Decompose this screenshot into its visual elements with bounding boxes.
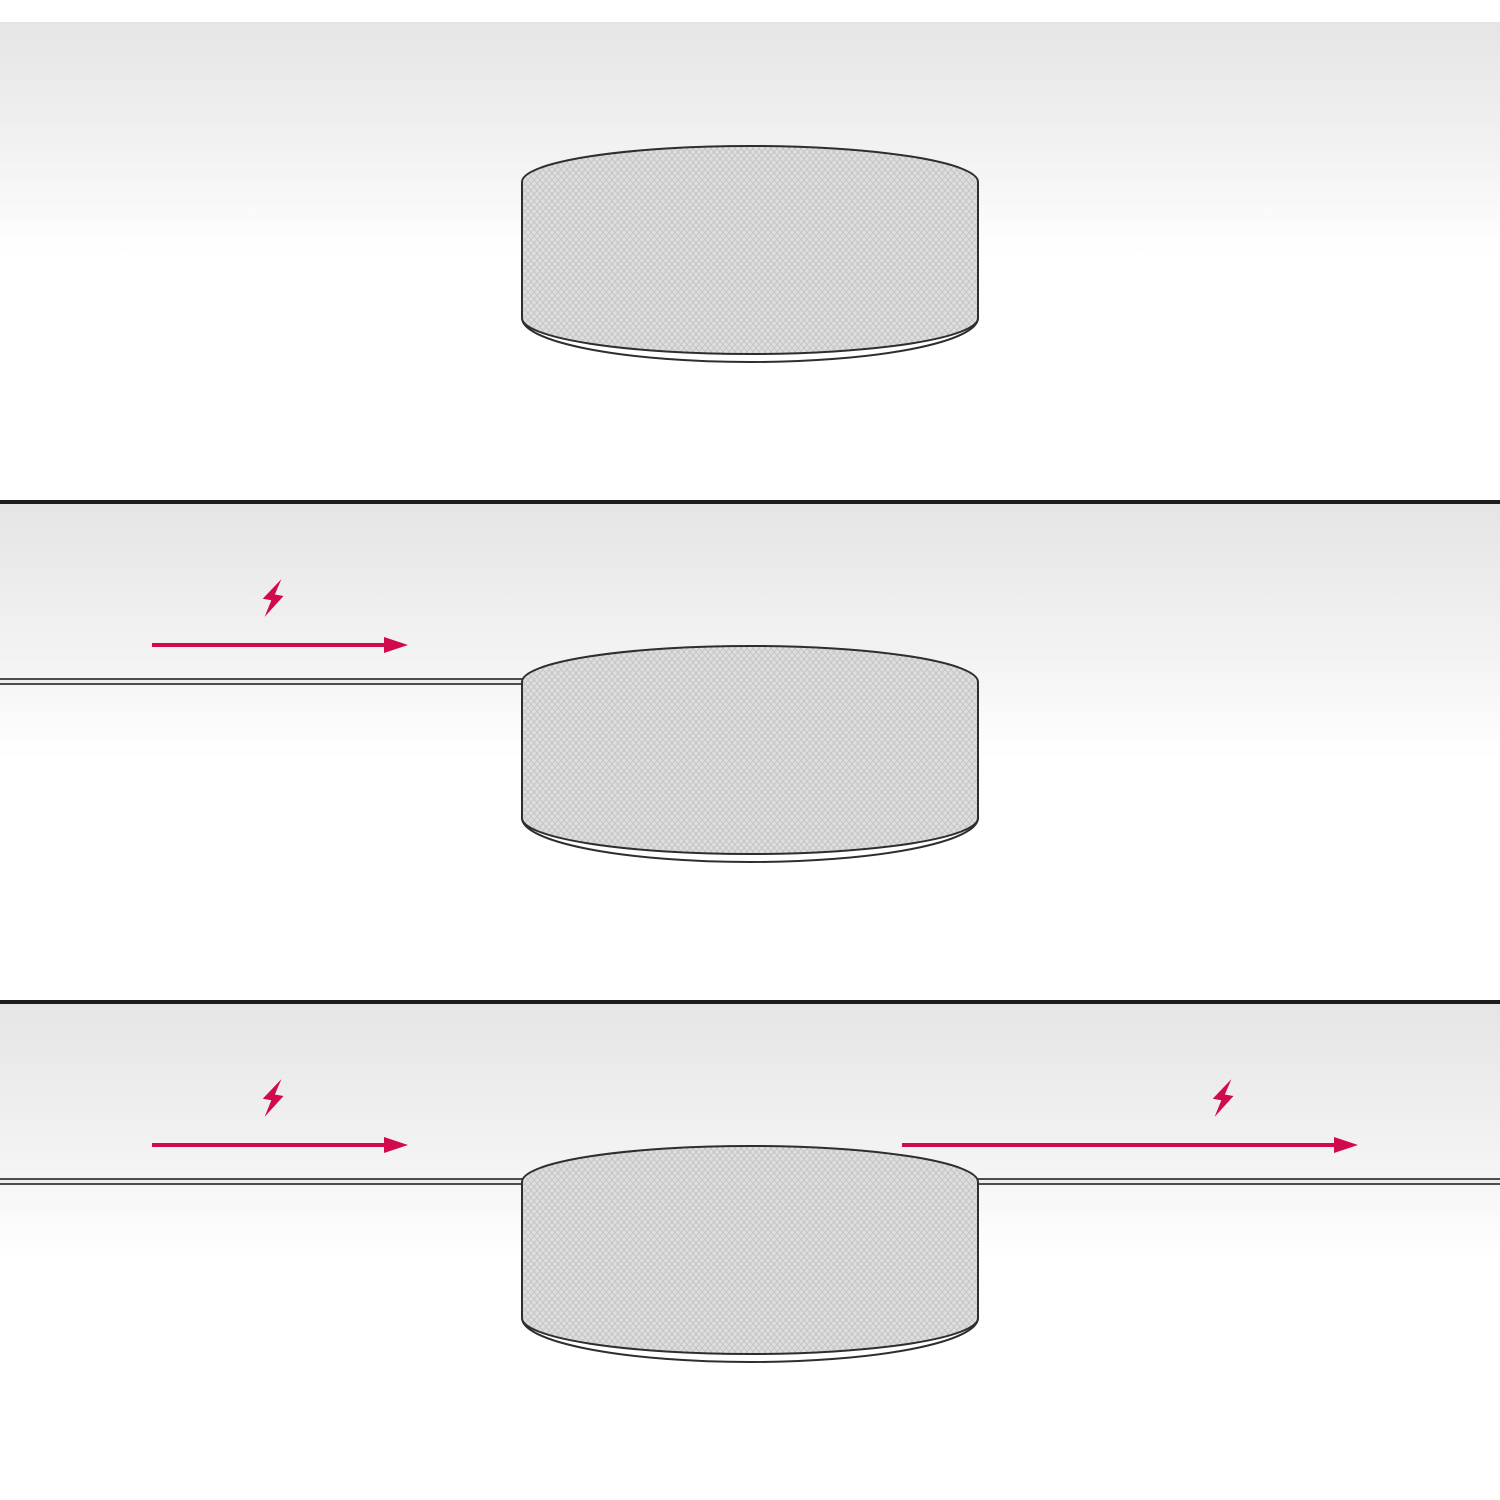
- panel-divider: [0, 500, 1500, 504]
- arrow-right-icon: [902, 1137, 1358, 1153]
- arrow-right-icon: [152, 637, 408, 653]
- power-cable-left: [0, 678, 523, 685]
- panel-lamp-cable-left: [0, 500, 1500, 1000]
- lamp-shade-body: [521, 145, 979, 355]
- arrow-head: [384, 1137, 408, 1153]
- lamp-shade-body: [521, 1145, 979, 1355]
- panel-divider: [0, 1000, 1500, 1004]
- arrow-head: [1334, 1137, 1358, 1153]
- power-cable-left: [0, 1178, 523, 1185]
- drum-ceiling-lamp: [521, 145, 979, 363]
- drum-ceiling-lamp: [521, 645, 979, 863]
- panel-lamp-no-cable: [0, 0, 1500, 500]
- arrow-right-icon: [152, 1137, 408, 1153]
- panel-lamp-cable-both: [0, 1000, 1500, 1500]
- lamp-shade-body: [521, 645, 979, 855]
- lightning-bolt-icon: [262, 1079, 284, 1117]
- power-cable-right: [977, 1178, 1500, 1185]
- drum-ceiling-lamp: [521, 1145, 979, 1363]
- lightning-bolt-icon: [262, 579, 284, 617]
- arrow-head: [384, 637, 408, 653]
- lightning-bolt-icon: [1212, 1079, 1234, 1117]
